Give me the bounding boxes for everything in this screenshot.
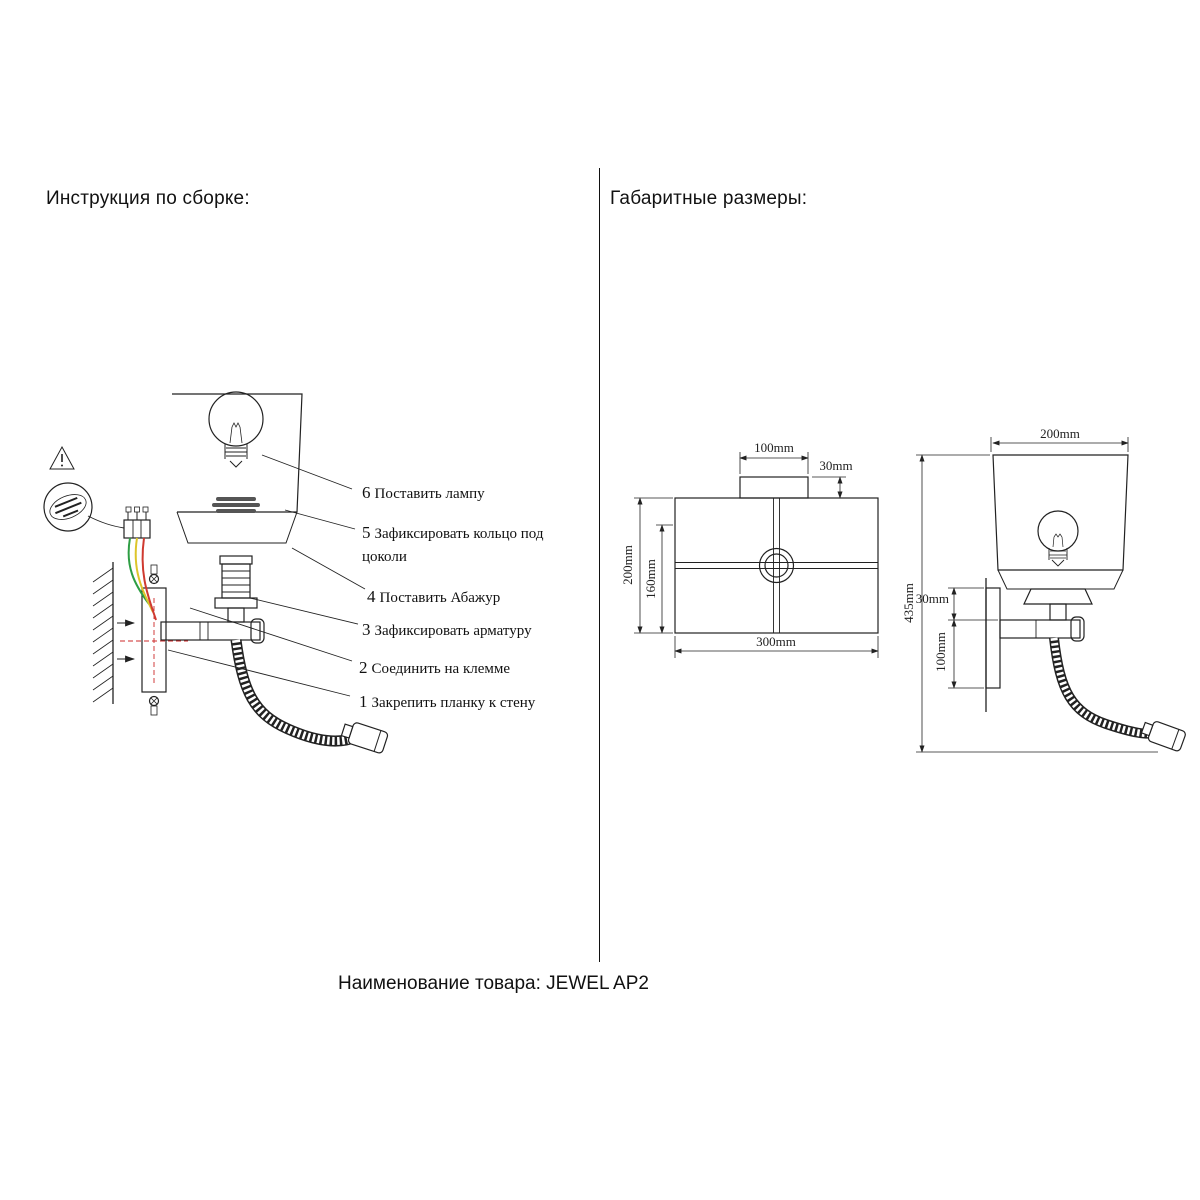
side-view-dimension-lines (916, 437, 1158, 753)
step-number: 2 (359, 658, 368, 677)
step-number: 3 (362, 620, 371, 639)
bracket-arm (160, 618, 265, 644)
dim-plate-height: 100mm (933, 632, 948, 672)
step-label: Зафиксировать кольцо под цоколи (362, 526, 544, 566)
wires (127, 537, 157, 621)
lampshade (172, 393, 303, 544)
terminal-block (123, 506, 151, 539)
side-reading-head (1140, 721, 1186, 752)
step-number: 5 (362, 523, 371, 542)
assembly-drawing (43, 391, 389, 754)
assembly-section-title: Инструкция по сборке: (46, 188, 250, 209)
mounting-plate (141, 564, 167, 716)
top-view-dimension-lines (634, 452, 879, 658)
product-name-label: Наименование товара: JEWEL AP2 (338, 973, 649, 994)
side-view-drawing (985, 454, 1186, 752)
dim-width: 300mm (756, 634, 796, 649)
step-label: Соединить на клемме (371, 661, 511, 677)
leader-lines (167, 454, 366, 697)
side-bulb (1037, 510, 1079, 567)
fixing-ring (212, 497, 260, 513)
dim-total-height: 435mm (901, 583, 916, 623)
step-label: Зафиксировать арматуру (374, 623, 532, 639)
step-number: 1 (359, 692, 368, 711)
socket-armature (214, 555, 258, 623)
side-view-dimension-labels: 200mm 435mm 30mm 100mm (901, 426, 1080, 672)
reading-light-head (340, 722, 389, 754)
wall-hatch (92, 562, 114, 704)
top-view-drawing (674, 476, 879, 634)
step-number: 6 (362, 483, 371, 502)
alignment-marks (120, 598, 188, 684)
gooseneck-arm (230, 639, 359, 747)
dim-bracket-offset: 30mm (916, 591, 949, 606)
step-number: 4 (367, 587, 376, 606)
step-label: Поставить Абажур (379, 590, 501, 606)
side-gooseneck (1049, 637, 1157, 739)
dim-plate-depth: 30mm (819, 458, 852, 473)
bulb (208, 391, 264, 468)
dim-inner-depth: 160mm (643, 559, 658, 599)
step-label: Закрепить планку к стену (371, 695, 536, 711)
dim-plate-width: 100mm (754, 440, 794, 455)
dim-shade-width: 200mm (1040, 426, 1080, 441)
warning-triangle-icon (49, 445, 75, 470)
dim-depth: 200mm (620, 545, 635, 585)
warning-badge (43, 445, 125, 532)
section-divider (599, 168, 600, 962)
mounting-arrows (117, 619, 135, 663)
top-view-dimension-labels: 100mm 30mm 200mm 160mm 300mm (620, 440, 853, 649)
step-label: Поставить лампу (374, 486, 485, 502)
dimensions-section-title: Габаритные размеры: (610, 188, 808, 209)
